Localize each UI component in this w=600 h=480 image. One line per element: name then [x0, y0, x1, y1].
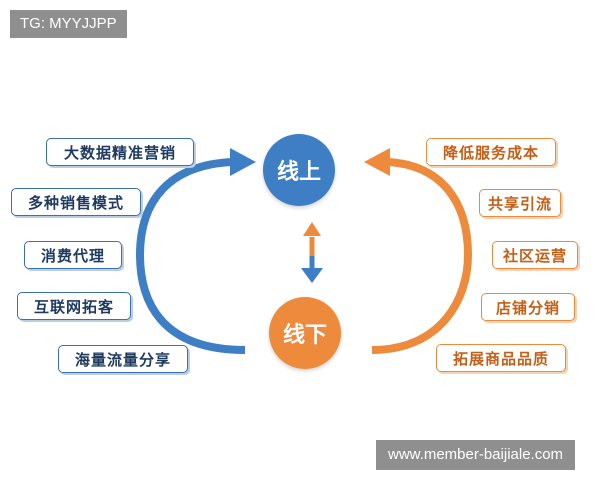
right-item-shared-traffic: 共享引流: [479, 189, 561, 217]
right-item-reduce-cost: 降低服务成本: [426, 138, 556, 166]
offline-hub: 线下: [269, 297, 341, 369]
link-arrow-down-head: [301, 268, 323, 283]
left-item-traffic-sharing: 海量流量分享: [58, 345, 188, 373]
right-item-store-distribution: 店铺分销: [481, 293, 575, 321]
watermark-top-left: TG: MYYJJPP: [10, 10, 127, 38]
right-item-community-ops: 社区运营: [492, 241, 578, 269]
left-item-internet-acquisition: 互联网拓客: [17, 292, 131, 320]
blue-cycle-arrow: [135, 158, 246, 354]
left-item-sales-modes: 多种销售模式: [11, 188, 141, 216]
online-hub: 线上: [263, 134, 335, 206]
orange-arrowhead: [364, 148, 390, 176]
watermark-bottom-right: www.member-baijiale.com: [376, 440, 576, 470]
blue-arrowhead: [230, 148, 256, 176]
left-item-consumer-agency: 消费代理: [24, 241, 122, 269]
left-item-big-data-marketing: 大数据精准营销: [46, 138, 194, 166]
orange-cycle-arrow: [371, 158, 473, 354]
link-arrow-up-head: [303, 222, 321, 236]
right-item-product-quality: 拓展商品品质: [436, 344, 566, 372]
